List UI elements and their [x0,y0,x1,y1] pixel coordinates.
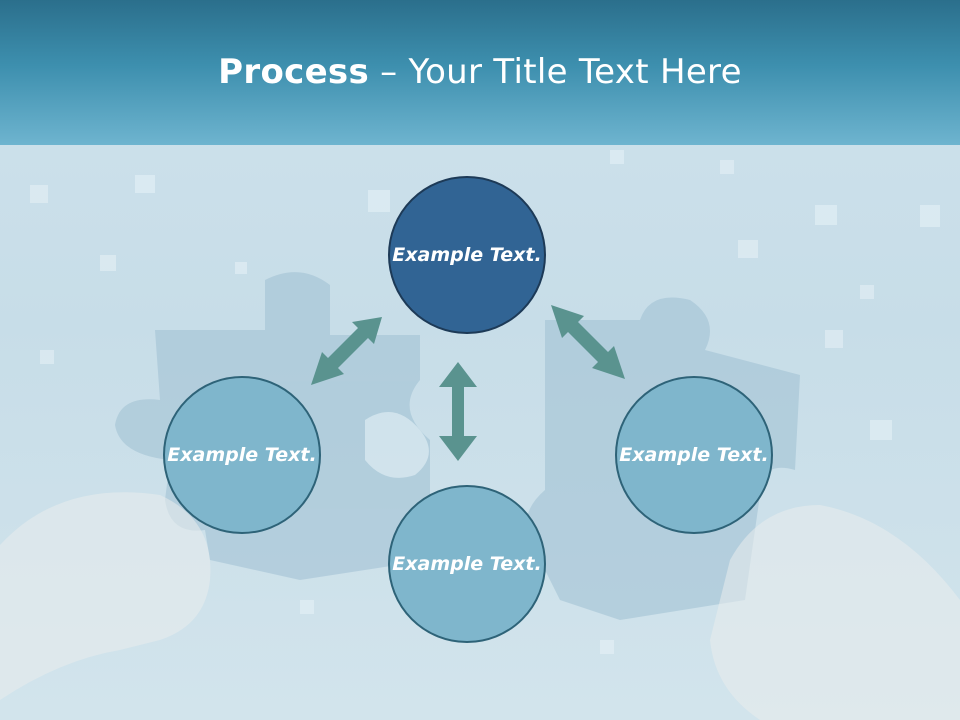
double-arrow-vertical [439,362,477,461]
title-rest: – Your Title Text Here [369,52,742,92]
process-node-bottom[interactable]: Example Text. [388,485,546,643]
tech-squares-decoration [30,150,940,654]
hands-decoration [0,492,960,720]
process-node-right[interactable]: Example Text. [615,376,773,534]
double-arrow-top-right [551,305,625,379]
slide-title: Process – Your Title Text Here [0,52,960,92]
title-bar [0,0,960,145]
title-bold: Process [218,52,370,92]
process-node-top[interactable]: Example Text. [388,176,546,334]
process-node-left[interactable]: Example Text. [163,376,321,534]
double-arrow-top-left [311,317,382,385]
